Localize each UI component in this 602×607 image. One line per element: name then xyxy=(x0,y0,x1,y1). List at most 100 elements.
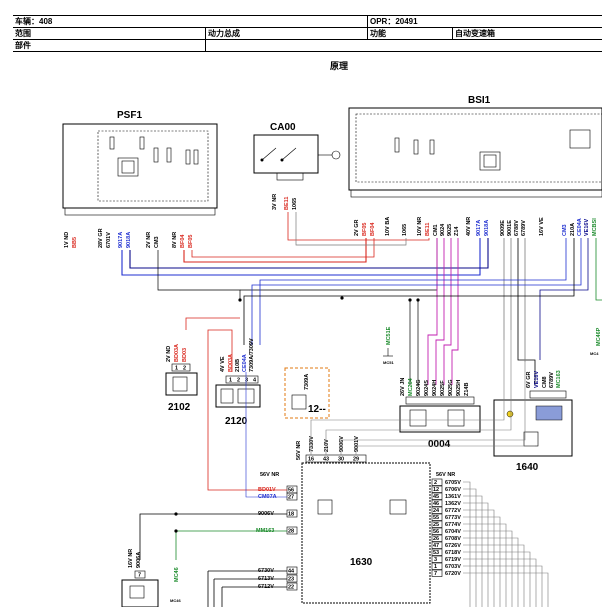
svg-text:BF05: BF05 xyxy=(362,223,368,236)
svg-text:44: 44 xyxy=(288,569,295,575)
svg-text:2: 2 xyxy=(183,366,186,372)
wire-bundle-0004 xyxy=(427,238,459,385)
svg-text:40V NR: 40V NR xyxy=(466,217,472,236)
c1630-right-pins: 2 12 45 46 24 55 25 56 26 47 53 3 1 7 xyxy=(431,478,443,577)
svg-text:9009E: 9009E xyxy=(500,220,506,236)
bsi1-relay-icon xyxy=(479,151,501,171)
svg-text:MC46: MC46 xyxy=(174,567,180,582)
c12-dashed-box xyxy=(284,367,330,419)
svg-text:MC51E: MC51E xyxy=(386,326,392,345)
svg-text:9001V: 9001V xyxy=(354,436,360,452)
bsi1-connector-labels: 2V GR BF05 BF04 10V BA 1065 10V NR BE11 … xyxy=(354,217,598,236)
svg-text:BD03A: BD03A xyxy=(174,344,180,362)
svg-text:VE16V: VE16V xyxy=(584,219,590,236)
svg-text:3V NR: 3V NR xyxy=(272,194,278,210)
svg-text:22: 22 xyxy=(288,585,294,591)
svg-text:9001E: 9001E xyxy=(507,220,513,236)
ca00-box xyxy=(253,134,319,174)
svg-text:6720V: 6720V xyxy=(445,571,461,577)
svg-text:9018A: 9018A xyxy=(484,220,490,236)
psf1-connector-labels: 1V ND BB5 28V GR 6701V 9017A 9018A 2V NR… xyxy=(64,228,194,248)
svg-text:9025G: 9025G xyxy=(448,379,454,396)
svg-text:6719V: 6719V xyxy=(445,557,461,563)
psf1-box xyxy=(62,123,218,209)
c2120-title: 2120 xyxy=(225,416,248,427)
c0004-box xyxy=(399,405,481,433)
c1630-chip-icon xyxy=(317,499,333,515)
svg-text:9006V: 9006V xyxy=(339,436,345,452)
svg-text:2V ND: 2V ND xyxy=(166,346,172,362)
svg-text:28V GR: 28V GR xyxy=(98,228,104,248)
c16-box xyxy=(121,579,159,607)
svg-text:CM1: CM1 xyxy=(433,224,439,236)
svg-text:BE11: BE11 xyxy=(425,223,431,236)
header-row-2: 范围 动力总成 功能 自动变速箱 xyxy=(13,28,602,40)
function-value: 自动变速箱 xyxy=(455,29,495,38)
c2102-title: 2102 xyxy=(168,402,191,413)
svg-text:2: 2 xyxy=(237,378,240,384)
svg-text:MC4: MC4 xyxy=(590,351,599,356)
c1630-left-pins: 56 27 18 28 44 23 22 xyxy=(286,485,298,591)
svg-text:3: 3 xyxy=(434,557,437,563)
svg-text:6706V: 6706V xyxy=(445,487,461,493)
svg-text:9024S: 9024S xyxy=(424,380,430,396)
psf1-title: PSF1 xyxy=(117,110,142,121)
svg-text:10V BA: 10V BA xyxy=(385,217,391,236)
svg-text:6V GR: 6V GR xyxy=(526,371,532,388)
c1630-valve-icon xyxy=(389,499,407,515)
svg-text:16V NR: 16V NR xyxy=(128,549,134,568)
svg-text:MC51: MC51 xyxy=(383,360,394,365)
psf1-connector-strip xyxy=(64,207,216,216)
svg-text:9017A: 9017A xyxy=(476,220,482,236)
svg-text:210B: 210B xyxy=(235,359,241,372)
svg-text:56: 56 xyxy=(433,529,439,535)
c1630-box xyxy=(301,462,431,604)
svg-text:10V NR: 10V NR xyxy=(417,217,423,236)
svg-text:47: 47 xyxy=(433,543,439,549)
svg-text:12: 12 xyxy=(433,487,439,493)
svg-text:45: 45 xyxy=(433,494,439,500)
svg-text:3: 3 xyxy=(245,378,248,384)
svg-text:26: 26 xyxy=(433,536,439,542)
c2120-sensor-icon xyxy=(220,388,234,404)
c1640-led-icon xyxy=(535,405,563,421)
c2102-box xyxy=(165,372,198,396)
svg-text:BF05: BF05 xyxy=(188,235,194,248)
svg-text:210V: 210V xyxy=(324,439,330,452)
svg-text:55: 55 xyxy=(433,515,439,521)
svg-text:16V VE: 16V VE xyxy=(539,217,545,236)
svg-text:6718V: 6718V xyxy=(445,550,461,556)
svg-text:7: 7 xyxy=(434,571,437,577)
svg-text:9024H: 9024H xyxy=(432,380,438,396)
svg-text:1V ND: 1V ND xyxy=(64,232,70,248)
header-row-3: 部件 xyxy=(13,40,602,52)
svg-text:Z14: Z14 xyxy=(454,226,460,236)
bsi1-title: BSI1 xyxy=(468,95,491,106)
svg-text:46: 46 xyxy=(433,501,439,507)
c0004-display-icon xyxy=(409,409,427,427)
svg-text:6774V: 6774V xyxy=(445,522,461,528)
junction-dots xyxy=(174,296,420,533)
svg-text:9025H: 9025H xyxy=(456,380,462,396)
svg-text:53: 53 xyxy=(433,550,439,556)
svg-text:9024: 9024 xyxy=(440,223,446,236)
svg-text:MC163: MC163 xyxy=(556,370,562,388)
svg-text:CE04A: CE04A xyxy=(242,354,248,372)
svg-text:210A: 210A xyxy=(570,223,576,236)
svg-text:MC46: MC46 xyxy=(170,598,181,603)
c2120-box xyxy=(215,384,261,408)
svg-text:6789V: 6789V xyxy=(521,220,527,236)
scope-label: 范围 xyxy=(15,29,31,38)
svg-text:CM3: CM3 xyxy=(562,224,568,236)
svg-text:1065: 1065 xyxy=(292,198,298,210)
header-row-1: 车辆：408 OPR：20491 xyxy=(13,16,602,28)
function-label: 功能 xyxy=(370,29,386,38)
title-block: 车辆：408 OPR：20491 范围 动力总成 功能 自动变速箱 部件 xyxy=(13,15,602,52)
svg-text:43: 43 xyxy=(323,457,329,463)
svg-text:BD03A: BD03A xyxy=(228,354,234,372)
svg-text:1: 1 xyxy=(229,378,232,384)
svg-text:6704V: 6704V xyxy=(445,529,461,535)
svg-text:1361V: 1361V xyxy=(445,494,461,500)
svg-text:1: 1 xyxy=(434,564,437,570)
